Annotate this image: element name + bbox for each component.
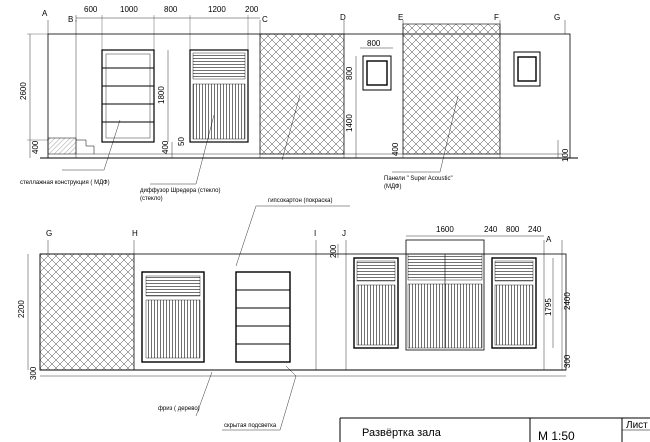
scale-text: М 1:50 [538, 429, 575, 442]
dim-600: 600 [84, 5, 98, 14]
note-lighting: скрытая подсветка [224, 423, 277, 429]
axis-label-f: F [494, 13, 499, 22]
lower-dim-1795: 1795 [544, 298, 553, 316]
dim-100: 100 [561, 148, 570, 162]
lower-diffuser [141, 271, 205, 363]
note-diffuser: диффузор Шредера (стекло) [140, 188, 221, 194]
dim-800-side: 800 [345, 66, 354, 80]
lower-axis-i: I [314, 229, 316, 238]
diffuser-panel [189, 49, 249, 143]
lower-axis-j: J [342, 229, 346, 238]
note-drywall: гипсокартон (покраска) [268, 198, 332, 204]
dim-1200: 1200 [208, 5, 226, 14]
upper-elevation [27, 15, 578, 185]
sheet-label: Лист [626, 420, 648, 431]
lower-axis-g: G [46, 229, 52, 238]
dim-1400: 1400 [345, 114, 354, 132]
dim-1000: 1000 [120, 5, 138, 14]
note-panels: Панели " Super Acoustic" [384, 176, 453, 182]
acoustic-panel-2 [402, 23, 501, 155]
dim-2600: 2600 [19, 82, 28, 100]
axis-label-c: C [262, 15, 268, 24]
axis-label-d: D [340, 13, 346, 22]
niche-window-1 [362, 55, 392, 91]
lower-dim-200: 200 [329, 244, 338, 258]
dim-400-mid: 400 [161, 140, 170, 154]
dim-800-window: 800 [367, 39, 381, 48]
lower-acoustic-panel [39, 253, 135, 371]
lower-dim-240-a: 240 [484, 225, 498, 234]
note-frieze: фриз ( дерево) [158, 406, 200, 412]
title-text: Развёртка зала [362, 427, 442, 439]
dim-800: 800 [164, 5, 178, 14]
note-panels-mdf: (МДФ) [384, 184, 402, 190]
note-diffuser-glass: (стекло) [140, 196, 163, 202]
upper-labels: A B C D E F G 600 1000 800 1200 200 800 … [19, 5, 570, 202]
axis-label-a: A [42, 9, 48, 18]
dim-200: 200 [245, 5, 259, 14]
lower-dim-1600: 1600 [436, 225, 454, 234]
lower-dim-2200: 2200 [17, 300, 26, 318]
step-hatch [47, 137, 77, 155]
dim-1800: 1800 [157, 86, 166, 104]
lower-dim-800: 800 [506, 225, 520, 234]
axis-label-b: B [68, 15, 73, 24]
acoustic-panel-1 [259, 33, 345, 155]
lower-shelving [235, 271, 291, 363]
axis-label-e: E [398, 13, 403, 22]
lower-dim-2400: 2400 [563, 292, 572, 310]
dim-400-right: 400 [391, 142, 400, 156]
lower-axis-h: H [132, 229, 138, 238]
axis-label-g: G [554, 13, 560, 22]
lower-dim-240-b: 240 [528, 225, 542, 234]
note-shelving: стеллажная конструкция ( МДФ) [20, 180, 110, 186]
lower-dim-300-right: 300 [563, 354, 572, 368]
shelving-unit [101, 49, 155, 143]
lower-elevation [27, 205, 567, 431]
lower-dim-300: 300 [29, 366, 38, 380]
title-block-text: Развёртка зала М 1:50 Лист [362, 420, 648, 442]
dim-50: 50 [177, 137, 186, 146]
dim-400-left: 400 [31, 140, 40, 154]
lower-labels: G H I J A 1600 240 800 240 200 2200 300 … [17, 198, 572, 429]
central-diffuser [405, 239, 485, 351]
title-block [339, 417, 650, 442]
niche-window-2 [513, 51, 541, 87]
right-panel-1 [353, 257, 399, 349]
lower-axis-a: A [546, 235, 552, 244]
right-panel-2 [491, 257, 537, 349]
